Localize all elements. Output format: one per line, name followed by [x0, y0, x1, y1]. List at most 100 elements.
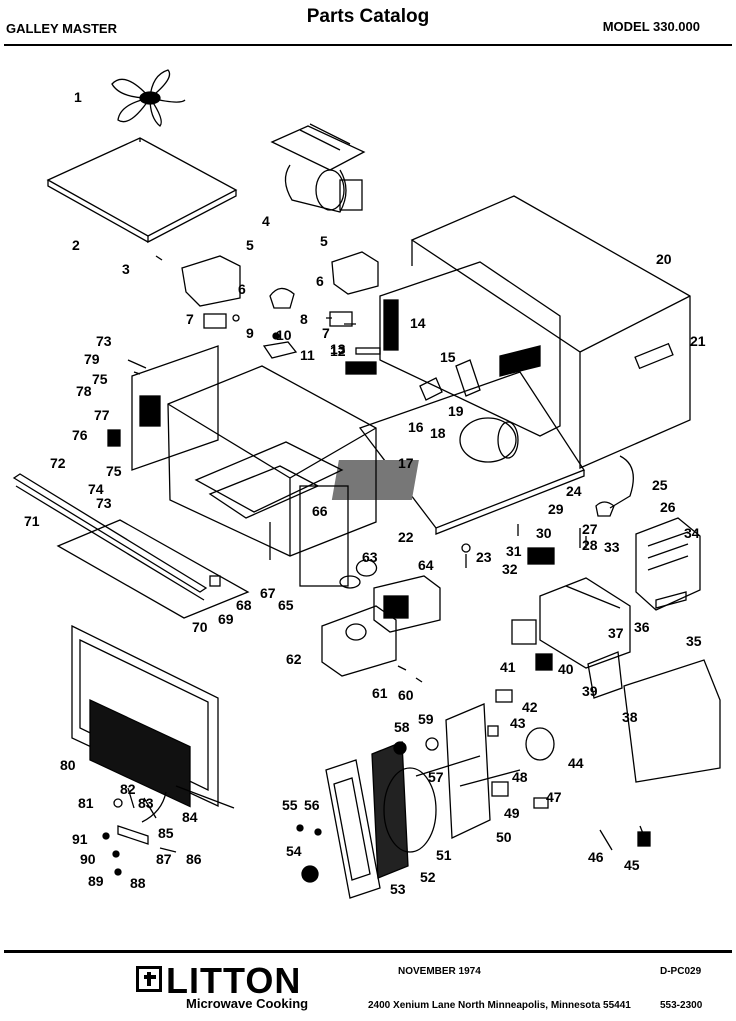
callout-label: 8: [300, 311, 308, 327]
callout-label: 39: [582, 683, 598, 699]
callout-label: 72: [50, 455, 66, 471]
callout-label: 34: [684, 525, 700, 541]
callout-label: 20: [656, 251, 672, 267]
magnetron-part: [321, 575, 441, 677]
callout-label: 18: [430, 425, 446, 441]
callout-label: 58: [394, 719, 410, 735]
callout-label: 53: [390, 881, 406, 897]
callout-label: 56: [304, 797, 320, 813]
callout-label: 71: [24, 513, 40, 529]
logo-tagline: Microwave Cooking: [186, 996, 309, 1011]
callout-label: 63: [362, 549, 378, 565]
callout-label: 91: [72, 831, 88, 847]
stirrer-motor-part: [270, 123, 366, 213]
callout-label: 70: [192, 619, 208, 635]
callout-label: 78: [76, 383, 92, 399]
door-assembly-part: [71, 624, 235, 809]
callout-label: 5: [320, 233, 328, 249]
callout-label: 22: [398, 529, 414, 545]
document-code: D-PC029: [660, 966, 702, 977]
callout-label: 26: [660, 499, 676, 515]
callout-label: 57: [428, 769, 444, 785]
callout-label: 65: [278, 597, 294, 613]
callout-label: 33: [604, 539, 620, 555]
callout-label: 83: [138, 795, 154, 811]
callout-label: 7: [186, 311, 194, 327]
hinge-parts-cluster: [102, 787, 177, 876]
callout-label: 32: [502, 561, 518, 577]
callout-label: 17: [398, 455, 414, 471]
callout-label: 59: [418, 711, 434, 727]
callout-label: 10: [276, 327, 292, 343]
clip-part: [209, 575, 221, 587]
callout-label: 60: [398, 687, 414, 703]
fan-blade-part: [111, 69, 186, 127]
callout-label: 52: [420, 869, 436, 885]
callout-label: 23: [476, 549, 492, 565]
chassis-back-panel-part: [379, 261, 561, 463]
callout-label: 67: [260, 585, 276, 601]
callout-label: 29: [548, 501, 564, 517]
callout-label: 47: [546, 789, 562, 805]
switch-parts-cluster: [203, 287, 381, 375]
callout-label: 69: [218, 611, 234, 627]
callout-label: 85: [158, 825, 174, 841]
callout-label: 76: [72, 427, 88, 443]
header-rule: [4, 44, 732, 46]
callout-label: 15: [440, 349, 456, 365]
callout-label: 12: [330, 343, 346, 359]
callout-label: 14: [410, 315, 426, 331]
side-panel-part: [107, 345, 219, 471]
callout-label: 50: [496, 829, 512, 845]
bottom-plate-part: [56, 519, 250, 619]
callout-label: 45: [624, 857, 640, 873]
company-address: 2400 Xenium Lane North Minneapolis, Minn…: [368, 1000, 631, 1011]
callout-label: 51: [436, 847, 452, 863]
publication-date: NOVEMBER 1974: [398, 966, 481, 977]
callout-label: 41: [500, 659, 516, 675]
callout-label: 24: [566, 483, 582, 499]
callout-label: 42: [522, 699, 538, 715]
footer-rule: [4, 950, 732, 953]
electrical-components-cluster: [511, 455, 721, 851]
callout-label: 2: [72, 237, 80, 253]
callout-label: 28: [582, 537, 598, 553]
callout-label: 21: [690, 333, 706, 349]
callout-label: 75: [92, 371, 108, 387]
callout-label: 35: [686, 633, 702, 649]
callout-label: 79: [84, 351, 100, 367]
callout-label: 16: [408, 419, 424, 435]
oven-cavity-part: [167, 365, 377, 587]
callout-label: 30: [536, 525, 552, 541]
callout-label: 49: [504, 805, 520, 821]
fasteners-cluster: [355, 524, 587, 683]
callout-label: 64: [418, 557, 434, 573]
page-title: Parts Catalog: [306, 6, 430, 27]
callout-label: 38: [622, 709, 638, 725]
door-seal-strip-part: [12, 473, 208, 601]
top-plate-part: [46, 137, 238, 244]
callout-label: 81: [78, 795, 94, 811]
logo-wordmark: LITTON: [166, 960, 302, 1001]
callout-label: 36: [634, 619, 650, 635]
callout-label: 5: [246, 237, 254, 253]
callout-label: 66: [312, 503, 328, 519]
callout-label: 61: [372, 685, 388, 701]
callout-label: 89: [88, 873, 104, 889]
callout-label: 4: [262, 213, 270, 229]
callout-label: 37: [608, 625, 624, 641]
callout-label: 87: [156, 851, 172, 867]
callout-label: 48: [512, 769, 528, 785]
outer-cabinet-part: [410, 195, 691, 469]
callout-label: 68: [236, 597, 252, 613]
model-number: MODEL 330.000: [602, 19, 700, 34]
cover-bracket-part-2: [331, 251, 379, 295]
callout-label: 86: [186, 851, 202, 867]
cover-bracket-part: [181, 255, 241, 307]
callout-label: 3: [122, 261, 130, 277]
callout-label: 11: [300, 347, 315, 363]
callout-label: 74: [88, 481, 104, 497]
callout-label: 43: [510, 715, 526, 731]
callout-label: 6: [238, 281, 246, 297]
